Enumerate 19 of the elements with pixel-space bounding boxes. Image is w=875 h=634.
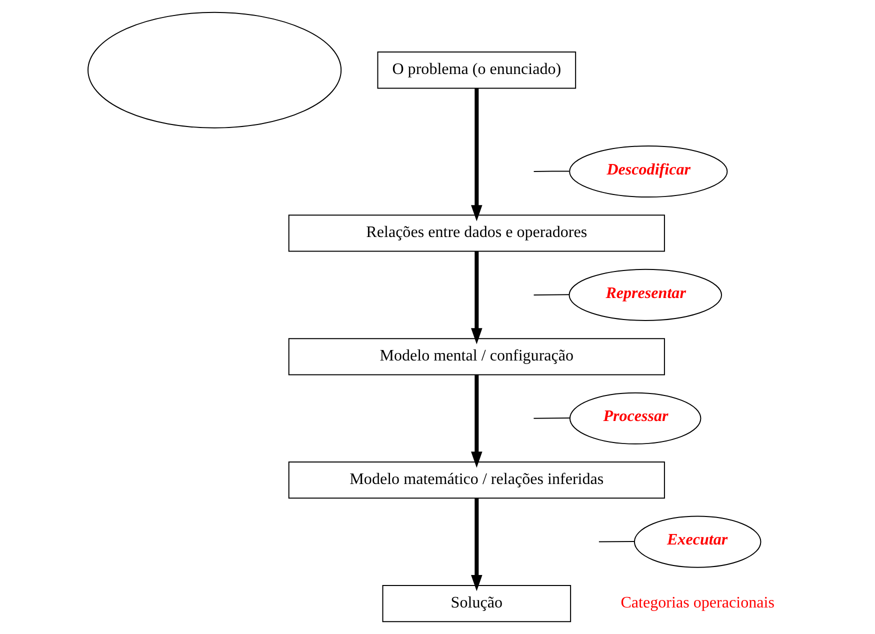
connector — [533, 294, 569, 296]
node-ellipse: Processar — [568, 392, 701, 444]
node-box: O problema (o enunciado) — [376, 52, 576, 89]
label: Categorias operacionais — [620, 594, 774, 612]
arrow — [470, 498, 482, 592]
node-box: Solução — [382, 584, 571, 622]
node-box: Relações entre dados e operadores — [288, 214, 664, 252]
arrow — [470, 251, 482, 344]
connector — [533, 170, 569, 172]
node-ellipse: Representar — [568, 268, 722, 321]
connector — [533, 418, 570, 419]
node-ellipse: Descodificar — [568, 146, 728, 198]
node-ellipse: Executar — [633, 516, 761, 568]
node-box: Modelo mental / configuração — [288, 338, 664, 376]
node-box: Modelo matemático / relações inferidas — [288, 462, 664, 499]
node-ellipse — [87, 12, 342, 128]
arrow — [470, 374, 482, 468]
arrow — [470, 88, 482, 222]
connector — [598, 540, 634, 542]
